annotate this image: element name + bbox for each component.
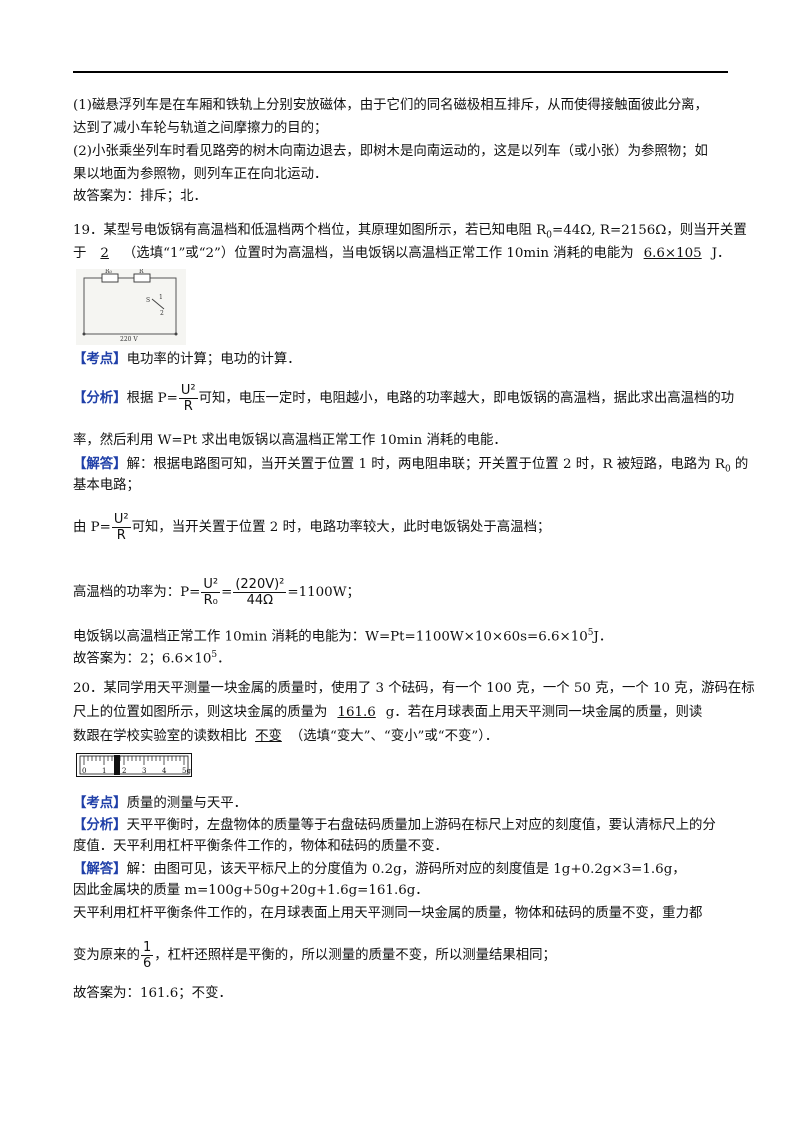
prev-line-5: 故答案为：排斥；北． xyxy=(73,189,207,204)
prev-line-3: (2)小张乘坐列车时看见路旁的树木向南边退去，即树木是向南运动的，这是以列车（或… xyxy=(73,144,708,159)
header-rule xyxy=(73,71,728,73)
q20-stem-line-3: 数跟在学校实验室的读数相比不变（选填“变大”、“变小”或“不变”）． xyxy=(73,729,499,744)
q20-answer: 故答案为：161.6；不变． xyxy=(73,986,232,1001)
q19-blank-1: 2 xyxy=(100,246,109,261)
q20-jieda-line-1: 【解答】解：由图可见，该天平标尺上的分度值为 0.2g，游码所对应的刻度值是 1… xyxy=(73,861,686,877)
resistor-r0 xyxy=(101,273,119,283)
q20-fenxi-line-1: 【分析】天平平衡时，左盘物体的质量等于右盘砝码质量加上游码在标尺上对应的刻度值，… xyxy=(73,817,716,833)
q20-kaodian: 【考点】质量的测量与天平． xyxy=(73,795,248,811)
label-r: R xyxy=(139,269,144,275)
circuit-diagram: R₀ R S 1 2 220 V xyxy=(76,269,186,345)
label-voltage: 220 V xyxy=(120,336,138,343)
q20-jieda-line-3: 天平利用杠杆平衡条件工作的，在月球表面上用天平测同一块金属的质量，物体和砝码的质… xyxy=(73,906,703,921)
ruler-label: 5g xyxy=(182,767,191,775)
rider-slider xyxy=(114,755,120,775)
q19-kaodian: 【考点】电功率的计算；电功的计算． xyxy=(73,351,301,367)
label-s: S xyxy=(146,297,150,304)
prev-line-1: (1)磁悬浮列车是在车厢和铁轨上分别安放磁体，由于它们的同名磁极相互排斥，从而使… xyxy=(73,98,708,113)
switch-s xyxy=(151,298,165,310)
q20-stem-line-1: 20．某同学用天平测量一块金属的质量时，使用了 3 个砝码，有一个 100 克，… xyxy=(73,681,755,696)
ruler-label: 0 xyxy=(82,767,86,775)
q19-jieda-line-2: 基本电路； xyxy=(73,478,140,493)
q20-blank-2: 不变 xyxy=(255,729,282,744)
label-1: 1 xyxy=(159,294,163,301)
q19-jieda-line-5: 电饭锅以高温档正常工作 10min 消耗的电能为：W=Pt=1100W×10×6… xyxy=(73,628,613,645)
label-r0: R₀ xyxy=(105,269,113,275)
label-2: 2 xyxy=(160,310,164,317)
q20-blank-1: 161.6 xyxy=(337,705,376,720)
ruler-label: 3 xyxy=(142,767,146,775)
q19-blank-2: 6.6×105 xyxy=(643,246,702,261)
q19-stem-line-1: 19．某型号电饭锅有高温档和低温档两个档位，其原理如图所示，若已知电阻 R0=4… xyxy=(73,223,747,241)
ruler-label: 1 xyxy=(102,767,106,775)
ruler-label: 2 xyxy=(122,767,126,775)
q19-answer: 故答案为：2；6.6×105． xyxy=(73,650,231,667)
q19-jieda-line-1: 【解答】解：根据电路图可知，当开关置于位置 1 时，两电阻串联；开关置于位置 2… xyxy=(73,456,749,475)
q20-fenxi-line-2: 度值．天平利用杠杆平衡条件工作的，物体和砝码的质量不变． xyxy=(73,839,448,854)
prev-line-2: 达到了减小车轮与轨道之间摩擦力的目的； xyxy=(73,121,328,136)
prev-line-4: 果以地面为参照物，则列车正在向北运动． xyxy=(73,167,328,182)
q19-fenxi-line-2: 率，然后利用 W=Pt 求出电饭锅以高温档正常工作 10min 消耗的电能． xyxy=(73,433,507,448)
balance-ruler: 0 1 2 3 4 5g xyxy=(76,753,192,777)
ruler-label: 4 xyxy=(162,767,167,775)
q20-jieda-line-2: 因此金属块的质量 m=100g+50g+20g+1.6g=161.6g． xyxy=(73,883,429,898)
resistor-r xyxy=(133,273,151,283)
